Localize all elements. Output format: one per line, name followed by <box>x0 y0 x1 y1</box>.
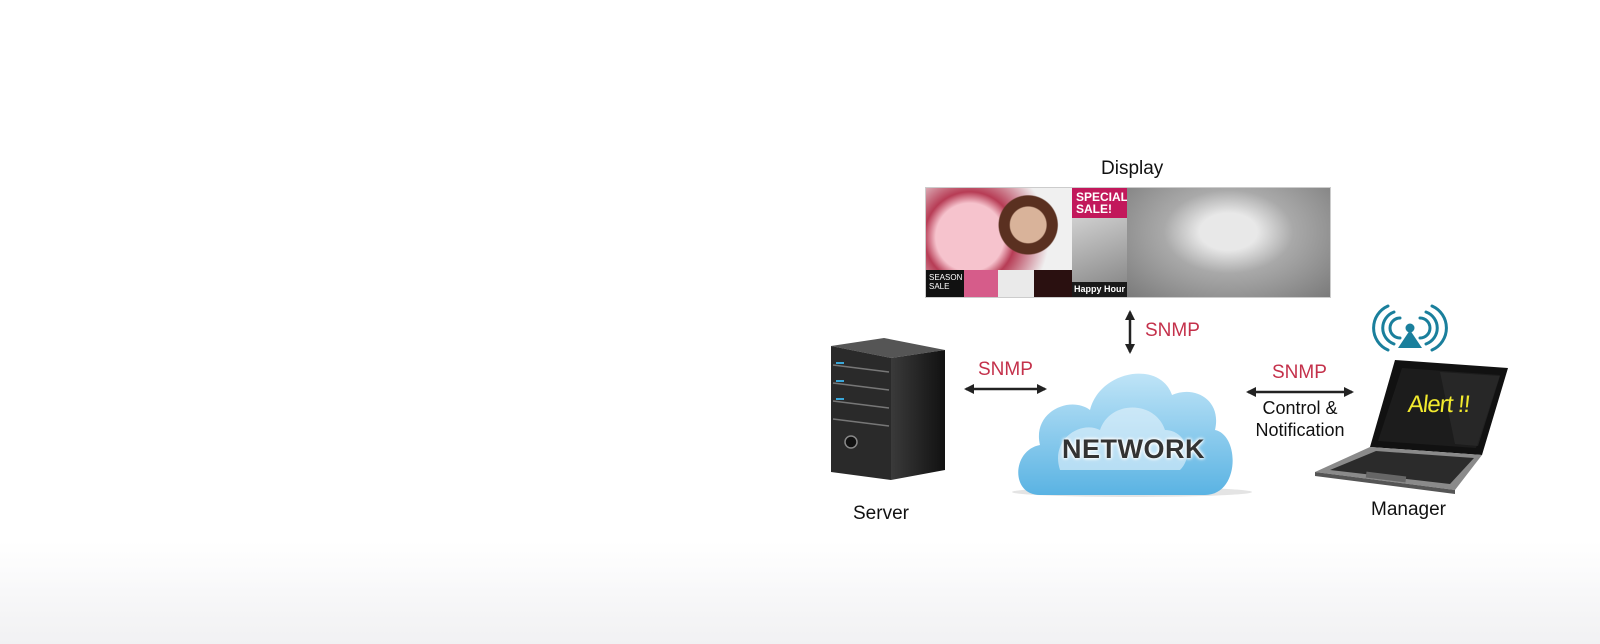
alert-text: Alert !! <box>1406 391 1471 418</box>
snmp-left-label: SNMP <box>978 359 1033 380</box>
happy-hour-banner: Happy Hour <box>1072 282 1127 297</box>
display-woman-image <box>926 188 1072 270</box>
season-sale-text: SEASON SALE <box>929 273 963 291</box>
server-icon <box>831 338 945 480</box>
control-notification-label: Control & Notification <box>1255 398 1345 440</box>
antenna-icon <box>1372 304 1448 352</box>
network-label: NETWORK <box>1062 434 1205 464</box>
display-product-strip: SEASON SALE <box>926 270 1072 297</box>
display-model-image <box>1072 218 1127 282</box>
display-dancer-image <box>1127 188 1330 297</box>
display-label: Display <box>1101 158 1164 179</box>
network-cloud-icon <box>1012 373 1252 497</box>
snmp-top-label: SNMP <box>1145 320 1200 341</box>
manager-label: Manager <box>1371 499 1446 520</box>
snmp-right-label: SNMP <box>1272 362 1327 383</box>
laptop-icon <box>1315 360 1508 494</box>
server-label: Server <box>853 503 909 524</box>
